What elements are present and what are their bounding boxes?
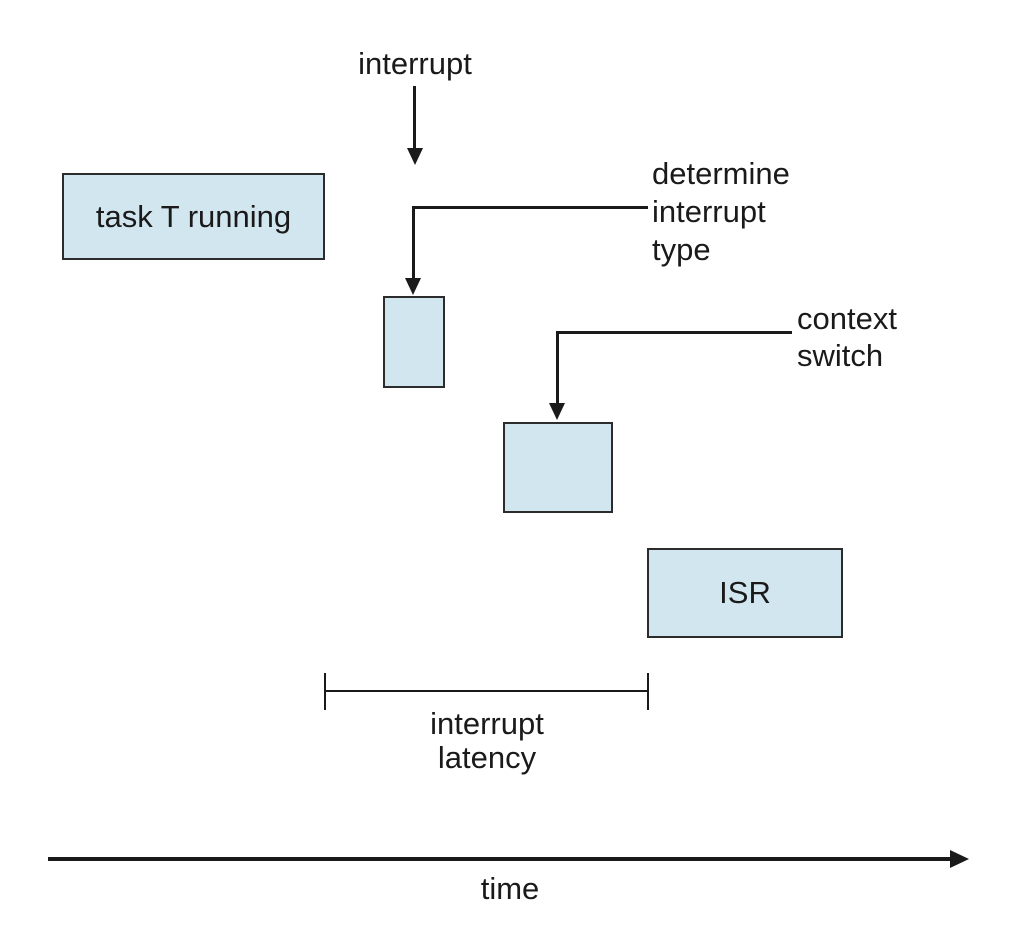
task-running-box: task T running <box>62 173 325 260</box>
time-label: time <box>480 871 540 906</box>
interrupt-arrowhead-icon <box>407 148 423 165</box>
interrupt-latency-line2: latency <box>437 740 537 775</box>
latency-bracket-line <box>325 690 648 692</box>
determine-type-box <box>383 296 445 388</box>
context-switch-arrow-vline <box>556 331 559 404</box>
determine-interrupt-type-line2: interrupt <box>652 194 766 229</box>
determine-arrow-hline <box>413 206 648 209</box>
context-switch-line2: switch <box>797 338 884 373</box>
interrupt-arrow-line <box>413 86 416 148</box>
time-axis-arrowhead-icon <box>950 850 969 868</box>
time-axis-line <box>48 857 950 861</box>
determine-interrupt-type-line1: determine <box>652 156 790 191</box>
interrupt-latency-line1: interrupt <box>430 706 544 741</box>
context-switch-arrowhead-icon <box>549 403 565 420</box>
interrupt-label: interrupt <box>358 46 472 81</box>
determine-interrupt-type-line3: type <box>652 232 711 267</box>
context-switch-box <box>503 422 613 513</box>
isr-box: ISR <box>647 548 843 638</box>
context-switch-label: context switch <box>797 300 897 374</box>
isr-box-label: ISR <box>719 575 771 610</box>
context-switch-arrow-hline <box>557 331 792 334</box>
determine-arrowhead-icon <box>405 278 421 295</box>
latency-bracket-left-tick <box>324 673 326 710</box>
latency-bracket-right-tick <box>647 673 649 710</box>
determine-arrow-vline <box>412 206 415 280</box>
interrupt-latency-label: interrupt latency <box>387 707 587 775</box>
context-switch-line1: context <box>797 301 897 336</box>
task-running-box-label: task T running <box>95 198 292 234</box>
determine-interrupt-type-label: determine interrupt type <box>652 155 790 269</box>
